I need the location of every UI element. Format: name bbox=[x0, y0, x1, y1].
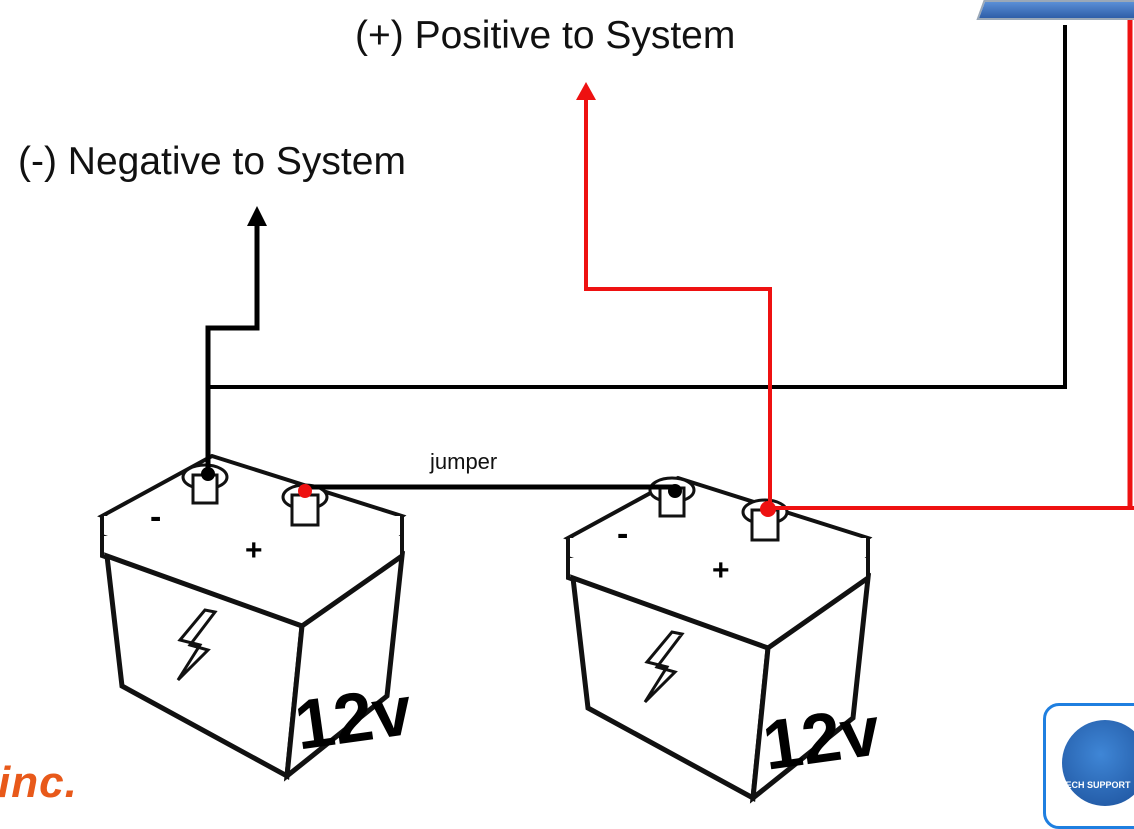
battery-right-minus: - bbox=[617, 515, 628, 553]
tech-support-badge[interactable]: TECH SUPPORT bbox=[1043, 703, 1134, 829]
headset-icon bbox=[1062, 720, 1134, 806]
positive-wire-system bbox=[584, 92, 772, 508]
jumper-label: jumper bbox=[430, 449, 498, 474]
bolt-icon-left bbox=[176, 608, 218, 682]
jumper-wire bbox=[302, 484, 675, 490]
bolt-icon-right bbox=[643, 630, 685, 704]
tech-support-label: TECH SUPPORT bbox=[1060, 780, 1131, 790]
battery-right-plus: + bbox=[712, 554, 730, 587]
negative-label: (-) Negative to System bbox=[18, 140, 406, 183]
diagram-canvas: - + 12v - + 12v bbox=[0, 20, 1134, 808]
terminal-dot-right-negative bbox=[668, 484, 682, 498]
negative-arrow-head bbox=[247, 206, 267, 226]
terminal-dot-left-negative bbox=[201, 467, 215, 481]
battery-left-plus: + bbox=[245, 534, 263, 567]
brand-logo: inc. bbox=[0, 758, 78, 807]
battery-left-terminals bbox=[181, 463, 329, 527]
battery-right-voltage: 12v bbox=[758, 691, 885, 785]
positive-arrow-head bbox=[576, 82, 596, 100]
positive-label: (+) Positive to System bbox=[355, 14, 736, 57]
battery-left-minus: - bbox=[150, 498, 161, 536]
terminal-dot-left-positive bbox=[298, 484, 312, 498]
terminal-dot-right-positive bbox=[760, 501, 776, 517]
negative-wire-system bbox=[205, 215, 260, 472]
battery-left-voltage: 12v bbox=[290, 671, 417, 765]
negative-wire-panel bbox=[208, 25, 1067, 389]
